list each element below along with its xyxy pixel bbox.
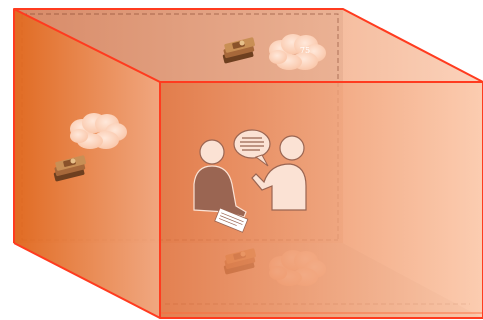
- speech-bubble-icon: [233, 129, 271, 167]
- left-wall: [14, 9, 160, 318]
- person-right-body: [251, 163, 307, 211]
- document-icon: [214, 207, 249, 233]
- person-left-head: [199, 139, 225, 165]
- box-front-edges: [13, 8, 483, 319]
- person-left-body: [193, 165, 247, 218]
- back-cloud-value: 75: [300, 46, 310, 55]
- person-right-head: [279, 135, 305, 161]
- meeting-icon: [193, 129, 307, 233]
